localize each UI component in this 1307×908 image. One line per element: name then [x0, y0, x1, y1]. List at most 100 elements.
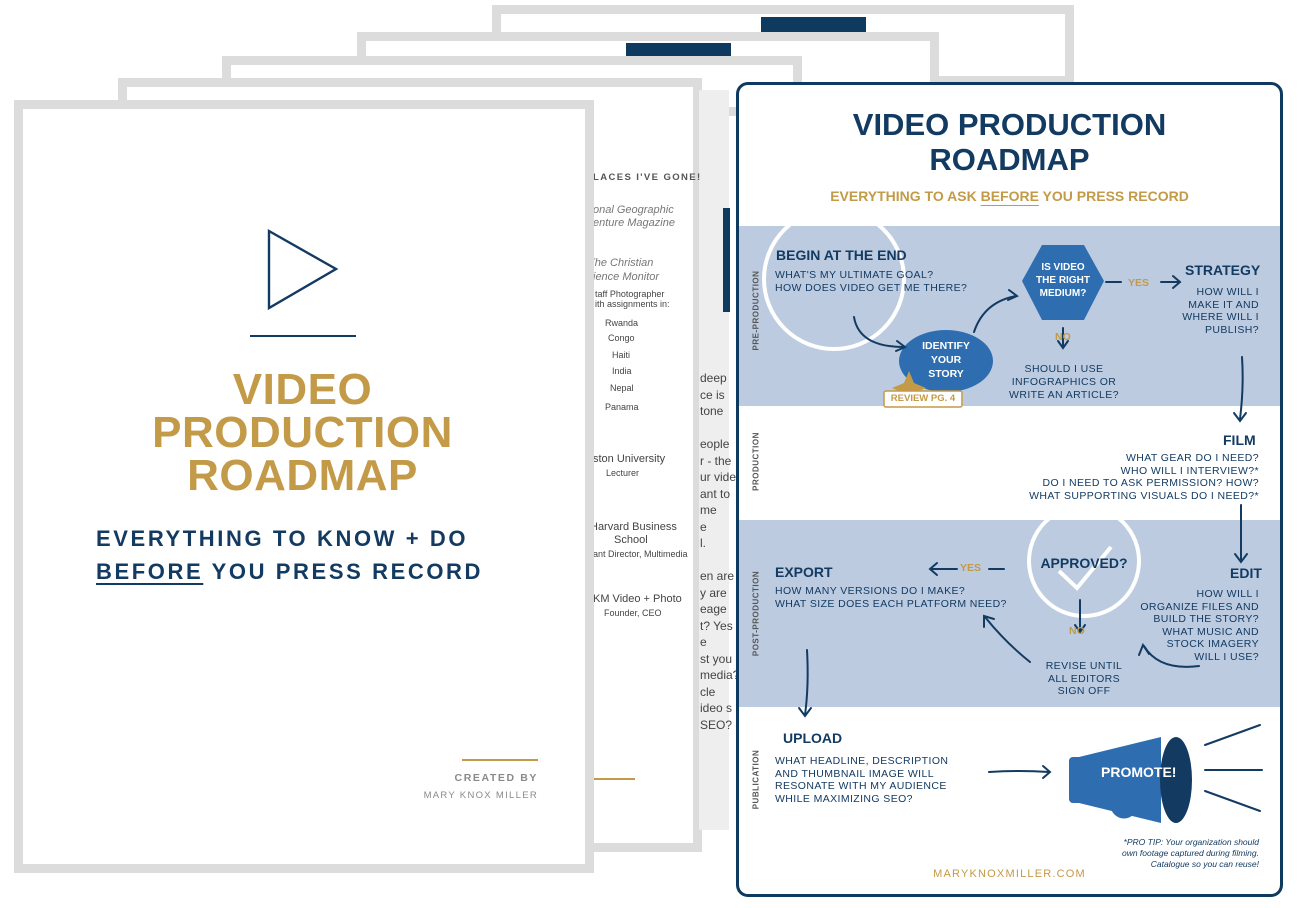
upload-title: UPLOAD	[783, 730, 843, 746]
roadmap-subtitle: EVERYTHING TO ASK BEFORE YOU PRESS RECOR…	[739, 188, 1280, 204]
bio-body-line: eage	[700, 602, 727, 616]
flow-graphics	[762, 207, 1263, 823]
bio-staff-1: taff Photographer	[595, 289, 665, 299]
bio-km: KM Video + Photo	[593, 593, 682, 605]
export-title: EXPORT	[775, 564, 833, 580]
bio-hbs-1: Harvard Business	[590, 521, 677, 533]
website[interactable]: MARYKNOXMILLER.COM	[933, 868, 1086, 880]
begin-title: BEGIN AT THE END	[776, 247, 907, 263]
bio-body-line: cle	[700, 684, 716, 699]
cover-subtitle-1: EVERYTHING TO KNOW + DO	[96, 526, 469, 551]
cover-subtitle-rest: YOU PRESS RECORD	[203, 559, 484, 584]
hex-1: IS VIDEO	[1041, 262, 1085, 273]
bio-csm-2: ience Monitor	[593, 271, 660, 283]
export-q2: WHAT SIZE DOES EACH PLATFORM NEED?	[775, 598, 1007, 610]
bio-place-rwanda: Rwanda	[605, 318, 639, 328]
bio-place-nepal: Nepal	[610, 383, 634, 393]
bio-km-role: Founder, CEO	[604, 608, 662, 618]
roadmap-subtitle-b: YOU PRESS RECORD	[1038, 188, 1189, 204]
edit-questions: HOW WILL I ORGANIZE FILES AND BUILD THE …	[1140, 588, 1259, 663]
bio-bu: ston University	[593, 453, 666, 465]
bio-body-line: ur vide	[700, 470, 736, 484]
band-post-production	[739, 520, 1280, 707]
bio-body-line: l.	[700, 536, 706, 550]
bio-body-line: ant to	[700, 486, 731, 501]
approved-label: APPROVED?	[1040, 555, 1128, 571]
bio-place-congo: Congo	[608, 333, 635, 343]
bio-body-line: r - the	[700, 453, 732, 468]
bio-header: LACES I'VE GONE!	[593, 172, 702, 183]
cover-page	[14, 100, 594, 873]
bio-body-line: deep	[700, 371, 727, 385]
cover-title-line-3: ROADMAP	[187, 451, 418, 500]
band-pre-production	[739, 226, 1280, 406]
begin-q1: WHAT'S MY ULTIMATE GOAL?	[775, 269, 934, 281]
bio-body-line: eople	[700, 437, 730, 451]
bio-body-line: ideo s	[700, 701, 733, 715]
bio-body-text: deep ce is tone eople r - the ur vide ant to m…	[700, 370, 736, 733]
bio-body-line: e	[700, 635, 707, 649]
promote-label: PROMOTE!	[1101, 764, 1177, 780]
revise-text: REVISE UNTIL ALL EDITORS SIGN OFF	[1045, 660, 1123, 697]
bio-natgeo-1: onal Geographic	[593, 204, 674, 216]
bio-body-line: SEO?	[700, 717, 733, 732]
roadmap-card: VIDEO PRODUCTION ROADMAP EVERYTHING TO A…	[736, 82, 1283, 897]
hex-3: MEDIUM?	[1039, 288, 1087, 299]
bio-body-line: e	[700, 519, 707, 534]
bio-accent-bar	[723, 208, 730, 312]
strategy-questions: HOW WILL I MAKE IT AND WHERE WILL I PUBL…	[1182, 286, 1259, 336]
yes-approved: YES	[960, 562, 982, 574]
pro-tip: *PRO TIP: Your organization should own f…	[1121, 837, 1259, 869]
bio-body-line	[700, 552, 736, 569]
bio-body-line	[700, 420, 736, 437]
cover-title-line-1: VIDEO	[232, 365, 373, 414]
bio-body-line: st you	[700, 651, 733, 666]
cover-before: BEFORE	[96, 559, 204, 584]
roadmap-subtitle-a: EVERYTHING TO ASK	[830, 188, 981, 204]
back-page-4-bar	[761, 17, 866, 32]
begin-q2: HOW DOES VIDEO GET ME THERE?	[775, 282, 968, 294]
upload-questions: WHAT HEADLINE, DESCRIPTION AND THUMBNAIL…	[775, 755, 949, 805]
alt-1: SHOULD I USE	[1024, 363, 1104, 375]
roadmap-title-1: VIDEO PRODUCTION	[852, 107, 1167, 142]
bio-csm-1: The Christian	[588, 257, 654, 269]
no-medium: NO	[1055, 331, 1071, 343]
bio-hbs-role: ant Director, Multimedia	[593, 549, 688, 559]
strategy-title: STRATEGY	[1185, 262, 1261, 278]
play-icon	[267, 228, 339, 311]
identify-1: IDENTIFY	[922, 340, 970, 352]
review-badge: REVIEW PG. 4	[890, 393, 956, 404]
cover-title-line-2: PRODUCTION	[152, 408, 453, 457]
roadmap-title-2: ROADMAP	[929, 142, 1090, 177]
export-q1: HOW MANY VERSIONS DO I MAKE?	[775, 585, 966, 597]
bio-body-line: me	[700, 503, 717, 517]
bio-staff-2: ith assignments in:	[595, 299, 670, 309]
bio-underline-gold	[592, 778, 635, 780]
bio-body-line: y are	[700, 585, 727, 600]
film-title: FILM	[1223, 432, 1256, 448]
bio-body-line: ce is	[700, 387, 725, 402]
no-approved: NO	[1069, 625, 1085, 637]
identify-2: YOUR	[930, 354, 962, 366]
bio-place-haiti: Haiti	[612, 350, 631, 360]
bio-body-line: tone	[700, 404, 724, 418]
bio-place-panama: Panama	[605, 402, 639, 412]
bio-place-india: India	[612, 366, 632, 376]
alt-2: INFOGRAPHICS OR	[1011, 376, 1117, 388]
bio-body-line: t? Yes	[700, 618, 733, 633]
bio-body-line: media?	[700, 668, 736, 682]
bio-hbs-2: School	[614, 534, 648, 546]
bio-body-line: en are	[700, 569, 735, 583]
back-page-3-bar	[626, 43, 731, 56]
cover-gold-rule	[462, 759, 538, 761]
created-by: CREATED BY	[454, 772, 538, 784]
author-name: MARY KNOX MILLER	[423, 790, 538, 801]
bio-natgeo-2: enture Magazine	[593, 217, 675, 229]
hex-2: THE RIGHT	[1036, 275, 1090, 286]
roadmap-subtitle-before: BEFORE	[980, 188, 1039, 204]
film-questions: WHAT GEAR DO I NEED? WHO WILL I INTERVIE…	[1029, 452, 1259, 502]
edit-title: EDIT	[1230, 565, 1262, 581]
identify-3: STORY	[928, 368, 964, 380]
cover-subtitle-2: BEFORE YOU PRESS RECORD	[96, 559, 483, 585]
alt-3: WRITE AN ARTICLE?	[1009, 389, 1119, 401]
